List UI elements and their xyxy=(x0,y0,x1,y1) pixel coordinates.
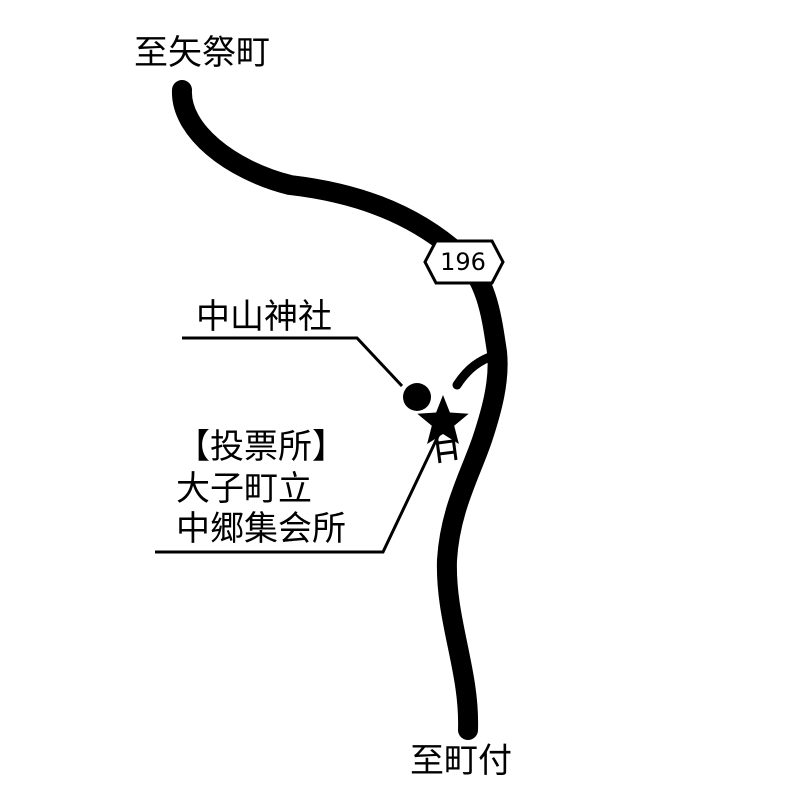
polling-place-line1: 大子町立 xyxy=(176,469,312,509)
destination-north-label: 至矢祭町 xyxy=(134,33,270,73)
shrine-label: 中山神社 xyxy=(196,297,332,337)
polling-place-star-icon xyxy=(417,395,469,444)
polling-place-heading: 【投票所】 xyxy=(176,427,346,467)
branch-road xyxy=(452,350,500,390)
main-road xyxy=(172,80,508,740)
route-number-label: 196 xyxy=(440,248,486,276)
shrine-leader-line xyxy=(182,336,404,388)
shrine-icon xyxy=(403,383,431,411)
route-shield xyxy=(423,239,505,285)
destination-south-label: 至町付 xyxy=(410,741,512,781)
polling-place-leader-line xyxy=(155,431,442,554)
polling-place-line2: 中郷集会所 xyxy=(176,509,346,549)
